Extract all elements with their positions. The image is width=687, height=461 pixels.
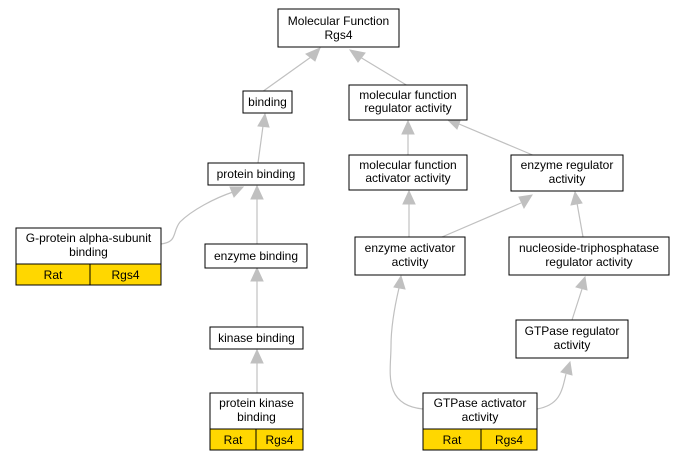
node-label: protein binding (217, 167, 296, 181)
node-protein-binding[interactable]: protein binding (207, 162, 305, 186)
node-label: enzyme binding (214, 249, 298, 263)
edge-g-protein-to-protein-binding-arrowhead (229, 186, 245, 198)
edge-ntp-regulator-to-enzyme-regulator (576, 202, 584, 238)
edge-mfa-to-mfr-arrowhead (401, 119, 415, 135)
edge-protein-kinase-binding-to-kinase-binding-arrowhead (250, 348, 264, 364)
node-label-line1: molecular function (359, 88, 456, 102)
node-label: kinase binding (218, 331, 295, 345)
annotation-cell-gene (89, 263, 162, 286)
node-label-line1: GTPase activator (434, 396, 527, 410)
node-label-line1: enzyme activator (365, 241, 456, 255)
node-enzyme-activator-activity[interactable]: enzyme activator activity (354, 236, 466, 276)
edges (160, 47, 588, 410)
node-label-line2: Rgs4 (324, 28, 352, 42)
node-label-line2: regulator activity (545, 255, 632, 269)
annotation-species: Rat (443, 433, 462, 447)
node-label-line2: activity (392, 255, 429, 269)
node-g-protein-alpha-subunit-binding[interactable]: G-protein alpha-subunit binding Rat Rgs4 (15, 227, 162, 286)
node-label-line1: Molecular Function (288, 14, 389, 28)
edge-protein-binding-to-binding (257, 125, 264, 164)
node-label-line1: G-protein alpha-subunit (26, 231, 152, 245)
edge-ntp-regulator-to-enzyme-regulator-arrowhead (570, 190, 583, 206)
node-gtpase-activator-activity[interactable]: GTPase activator activity Rat Rgs4 (422, 392, 538, 451)
node-nucleoside-triphosphatase-regulator-activity[interactable]: nucleoside-triphosphatase regulator acti… (508, 236, 670, 276)
edge-kinase-binding-to-enzyme-binding-arrowhead (250, 266, 264, 282)
edge-binding-to-root-arrowhead (305, 47, 321, 62)
node-label-line1: protein kinase (219, 396, 294, 410)
annotation-gene: Rgs4 (265, 433, 293, 447)
edge-gtpase-regulator-to-ntp-regulator (571, 288, 583, 321)
edge-enzyme-activator-to-enzyme-regulator (441, 202, 522, 238)
node-molecular-function-regulator-activity[interactable]: molecular function regulator activity (348, 84, 468, 121)
node-binding[interactable]: binding (242, 90, 293, 114)
node-label-line1: nucleoside-triphosphatase (519, 241, 659, 255)
edge-g-protein-to-protein-binding (160, 191, 234, 245)
node-root[interactable]: Molecular Function Rgs4 (277, 8, 400, 48)
node-protein-kinase-binding[interactable]: protein kinase binding Rat Rgs4 (209, 392, 304, 451)
annotation-gene: Rgs4 (111, 268, 139, 282)
annotation-cell-gene (480, 428, 538, 451)
edge-gtpase-activator-to-enzyme-activator (389, 287, 424, 410)
node-label-line2: binding (237, 410, 276, 424)
edge-enzyme-activator-to-enzyme-regulator-arrowhead (518, 194, 533, 210)
annotation-cell-gene (255, 428, 304, 451)
edge-gtpase-activator-to-enzyme-activator-arrowhead (393, 274, 406, 290)
edge-gtpase-activator-to-gtpase-regulator-arrowhead (560, 360, 573, 376)
edge-mfr-to-root (359, 56, 409, 87)
node-label: binding (248, 95, 287, 109)
node-kinase-binding[interactable]: kinase binding (209, 326, 304, 350)
annotation-gene: Rgs4 (495, 433, 523, 447)
edge-enzyme-binding-to-protein-binding-arrowhead (250, 184, 264, 200)
node-label-line2: activity (554, 338, 591, 352)
node-label-line2: activity (462, 410, 499, 424)
node-label-line2: regulator activity (364, 101, 451, 115)
node-label-line2: binding (69, 245, 108, 259)
edge-enzyme-regulator-to-mfr (458, 123, 536, 157)
node-label-line1: GTPase regulator (525, 324, 620, 338)
annotation-species: Rat (44, 268, 63, 282)
node-enzyme-binding[interactable]: enzyme binding (204, 243, 308, 269)
node-molecular-function-activator-activity[interactable]: molecular function activator activity (348, 154, 468, 191)
node-label-line1: molecular function (359, 158, 456, 172)
node-enzyme-regulator-activity[interactable]: enzyme regulator activity (510, 154, 624, 192)
edge-binding-to-root (261, 56, 312, 93)
edge-protein-binding-to-binding-arrowhead (257, 112, 270, 128)
node-label-line1: enzyme regulator (521, 158, 614, 172)
edge-gtpase-activator-to-gtpase-regulator (536, 373, 567, 410)
edge-mfr-to-root-arrowhead (348, 49, 366, 63)
edge-gtpase-regulator-to-ntp-regulator-arrowhead (575, 275, 588, 291)
edge-enzyme-activator-to-mfa-arrowhead (402, 189, 416, 205)
node-label-line2: activity (549, 172, 586, 186)
annotation-species: Rat (224, 433, 243, 447)
node-label-line2: activator activity (365, 171, 450, 185)
node-gtpase-regulator-activity[interactable]: GTPase regulator activity (515, 319, 629, 359)
